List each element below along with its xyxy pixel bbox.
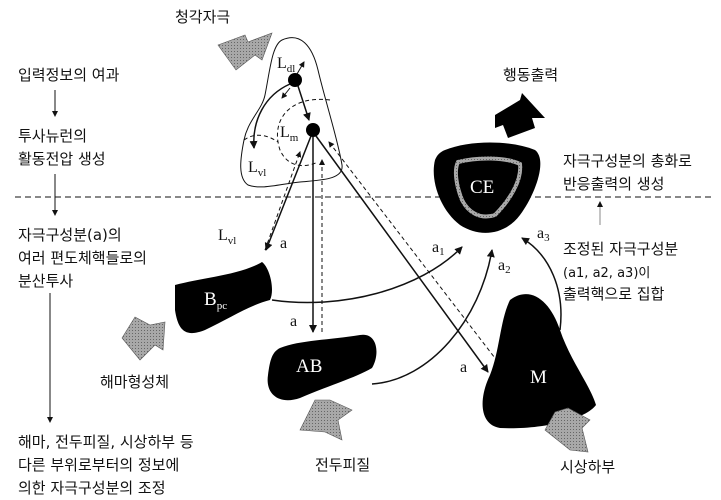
a1-arrow <box>271 246 463 304</box>
m-nucleus <box>482 294 596 429</box>
a3-arrow <box>521 237 562 331</box>
step-distribution: 자극구성분(a)의 <box>18 226 122 244</box>
step-modulation-2: 다른 부위로부터의 정보에 <box>18 456 179 474</box>
lm-neuron <box>306 123 320 137</box>
ce-inner-ring <box>453 156 523 219</box>
step-convergence-2: (a1, a2, a3)이 <box>563 266 650 281</box>
lateral-nucleus-outline <box>240 37 343 188</box>
ldl-neuron <box>288 73 302 87</box>
hypothalamus-input-arrow-icon <box>544 407 591 453</box>
lvl-outer-label: Lvl <box>218 227 236 247</box>
auditory-stimulus-arrow-icon <box>217 32 273 71</box>
m-label: M <box>530 367 547 388</box>
lateral-subdivision-boundary <box>243 134 279 143</box>
hypothalamus-label: 시상하부 <box>560 458 615 476</box>
behavior-output-arrow-icon <box>495 93 545 138</box>
bpc-feedback-arrow <box>264 151 302 251</box>
bpc-label: Bpc <box>204 289 227 312</box>
step-distribution-3: 분산투사 <box>18 272 73 290</box>
prefrontal-input-arrow-icon <box>299 399 353 441</box>
step-convergence-3: 출력핵으로 집합 <box>563 285 665 303</box>
step-modulation-3: 의한 자극구성분의 조정 <box>18 479 166 497</box>
signal-a-label: a <box>290 313 297 330</box>
signal-a-label: a <box>460 359 467 376</box>
lm-to-m-arrow <box>315 135 489 373</box>
ab-nucleus <box>267 334 377 401</box>
auditory-stimulus-label: 청각자극 <box>175 8 230 26</box>
behavior-output-label: 행동출력 <box>503 66 558 84</box>
ce-label: CE <box>470 177 494 198</box>
signal-a-label: a <box>280 235 287 252</box>
step-action-potential-2: 활동전압 생성 <box>18 150 106 168</box>
ab-label: AB <box>296 356 322 377</box>
ce-nucleus <box>433 142 541 233</box>
hippocampal-label: 해마형성체 <box>100 373 169 391</box>
a1-label: a1 <box>432 239 445 258</box>
ldl-output-arrow <box>296 61 305 75</box>
step-convergence: 조정된 자극구성분 <box>563 240 678 258</box>
step-distribution-2: 여러 편도체핵들로의 <box>18 249 147 267</box>
right-process: 자극구성분의 총화로 반응출력의 생성 조정된 자극구성분 (a1, a2, a… <box>563 152 692 303</box>
a3-label: a3 <box>537 225 550 244</box>
lm-to-bpc-arrow <box>264 135 312 251</box>
a2-arrow <box>371 249 495 385</box>
ldl-to-lm-arrow <box>297 85 311 121</box>
ldl-branch-arrow <box>281 87 291 99</box>
lm-label: Lm <box>280 124 299 144</box>
hippocampal-input-arrow-icon <box>121 316 166 361</box>
m-feedback-arrow <box>328 141 499 363</box>
step-action-potential: 투사뉴런의 <box>18 127 87 145</box>
bpc-nucleus <box>175 262 273 334</box>
step-modulation: 해마, 전두피질, 시상하부 등 <box>18 433 194 451</box>
prefrontal-label: 전두피질 <box>315 456 370 474</box>
step-filter: 입력정보의 여과 <box>18 66 120 84</box>
left-process: 입력정보의 여과 투사뉴런의 활동전압 생성 자극구성분(a)의 여러 편도체핵… <box>18 66 194 497</box>
ldl-to-lvl-arrow <box>249 83 291 149</box>
lvl-label: Lvl <box>248 159 266 179</box>
step-summation: 자극구성분의 총화로 <box>563 152 692 170</box>
step-summation-2: 반응출력의 생성 <box>563 175 664 193</box>
ldl-label: Ldl <box>277 55 295 75</box>
a2-label: a2 <box>498 257 511 276</box>
